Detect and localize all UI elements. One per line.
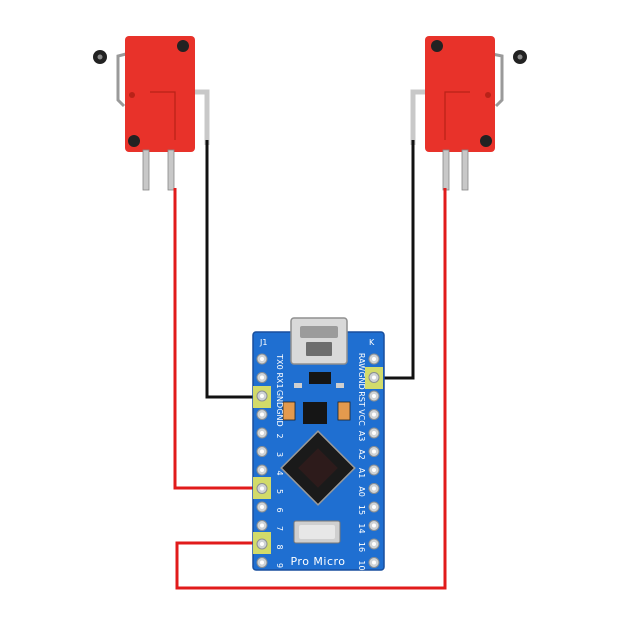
left-switch-terminal-1 bbox=[142, 149, 150, 191]
right-switch-terminal-1 bbox=[442, 149, 450, 191]
right-pin-hole-center bbox=[372, 394, 376, 398]
left-pin-label: 5 bbox=[275, 489, 284, 494]
right-pin-hole-center bbox=[372, 560, 376, 565]
right-pin-hole-center bbox=[372, 468, 376, 472]
usb-connector bbox=[290, 317, 348, 365]
right-switch-terminal-2 bbox=[461, 149, 469, 191]
left-pin-holes bbox=[256, 353, 268, 568]
left-switch-hole-top bbox=[177, 40, 189, 52]
left-pin-hole-center bbox=[260, 449, 264, 454]
left-pin-label: 3 bbox=[275, 452, 284, 457]
regulator-chip bbox=[309, 372, 331, 384]
left-pin-label: RX1 bbox=[275, 372, 284, 388]
left-pin-label: 6 bbox=[275, 507, 284, 512]
right-pin-hole-center bbox=[372, 431, 376, 435]
right-pin-label: A0 bbox=[357, 486, 366, 497]
left-switch-lever bbox=[116, 52, 127, 108]
left-pin-hole-center bbox=[260, 542, 264, 546]
right-pin-label: A1 bbox=[357, 468, 366, 479]
right-switch-terminal-3 bbox=[410, 89, 425, 145]
left-pin-hole-center bbox=[260, 431, 264, 435]
wire-left-signal bbox=[173, 188, 262, 490]
left-pin-label: 2 bbox=[275, 433, 284, 438]
left-pin-label: GND bbox=[275, 408, 284, 426]
right-pin-hole-center bbox=[372, 523, 376, 528]
right-pin-label: RST bbox=[357, 391, 366, 407]
left-pin-hole-center bbox=[260, 357, 264, 361]
header-left-label: J1 bbox=[259, 338, 267, 347]
right-pin-label: VCC bbox=[357, 409, 366, 426]
right-switch-hole-top bbox=[431, 40, 443, 52]
right-switch-body bbox=[425, 36, 495, 152]
left-pin-label: 8 bbox=[275, 544, 284, 549]
right-pin-label: 10 bbox=[357, 560, 366, 570]
capacitor-left bbox=[282, 401, 296, 421]
wire-right-signal bbox=[175, 188, 447, 590]
left-pin-hole-center bbox=[260, 523, 264, 528]
left-pin-label: 7 bbox=[275, 526, 284, 531]
left-pin-hole-center bbox=[260, 375, 264, 380]
left-pin-label: 9 bbox=[275, 563, 284, 568]
right-switch-hole-bottom bbox=[480, 135, 492, 147]
left-pin-label: GND bbox=[275, 390, 284, 408]
board-name-label: Pro Micro bbox=[290, 555, 345, 568]
right-pin-holes bbox=[368, 353, 380, 568]
right-pin-hole-center bbox=[372, 375, 376, 380]
left-pin-hole-center bbox=[260, 486, 264, 491]
left-pin-hole-center bbox=[260, 468, 264, 472]
right-pin-label: 15 bbox=[357, 505, 366, 515]
left-switch-body bbox=[125, 36, 195, 152]
right-pin-label: 16 bbox=[357, 542, 366, 552]
right-pin-hole-center bbox=[372, 542, 376, 546]
left-pin-hole-center bbox=[260, 412, 264, 417]
right-pin-label: A2 bbox=[357, 449, 366, 460]
right-pin-hole-center bbox=[372, 505, 376, 509]
right-pin-label: A3 bbox=[357, 431, 366, 442]
wires bbox=[173, 140, 447, 590]
right-pin-hole-center bbox=[372, 486, 376, 491]
left-pin-label: 4 bbox=[275, 470, 284, 475]
left-pin-hole-center bbox=[260, 560, 264, 565]
microcontroller-chip bbox=[280, 430, 356, 506]
wire-left-ground bbox=[205, 140, 262, 399]
right-pin-hole-center bbox=[372, 357, 376, 361]
wire-right-ground bbox=[373, 140, 415, 380]
left-pin-hole-center bbox=[260, 394, 264, 398]
left-microswitch bbox=[93, 36, 210, 191]
capacitor-right bbox=[337, 401, 351, 421]
left-switch-terminal-2 bbox=[167, 149, 175, 191]
header-right-label: K bbox=[369, 338, 375, 347]
right-pin-label: 14 bbox=[357, 523, 366, 533]
right-pin-label: RAW bbox=[357, 353, 366, 371]
left-pin-label: TX0 bbox=[275, 353, 284, 369]
right-pin-hole-center bbox=[372, 449, 376, 454]
right-microswitch bbox=[410, 36, 527, 191]
small-ic bbox=[303, 402, 327, 424]
left-switch-hole-bottom bbox=[128, 135, 140, 147]
right-pin-hole-center bbox=[372, 412, 376, 417]
right-switch-lever bbox=[491, 52, 504, 108]
right-pin-label: GND bbox=[357, 371, 366, 389]
left-pin-hole-center bbox=[260, 505, 264, 509]
left-switch-terminal-3 bbox=[195, 89, 210, 145]
